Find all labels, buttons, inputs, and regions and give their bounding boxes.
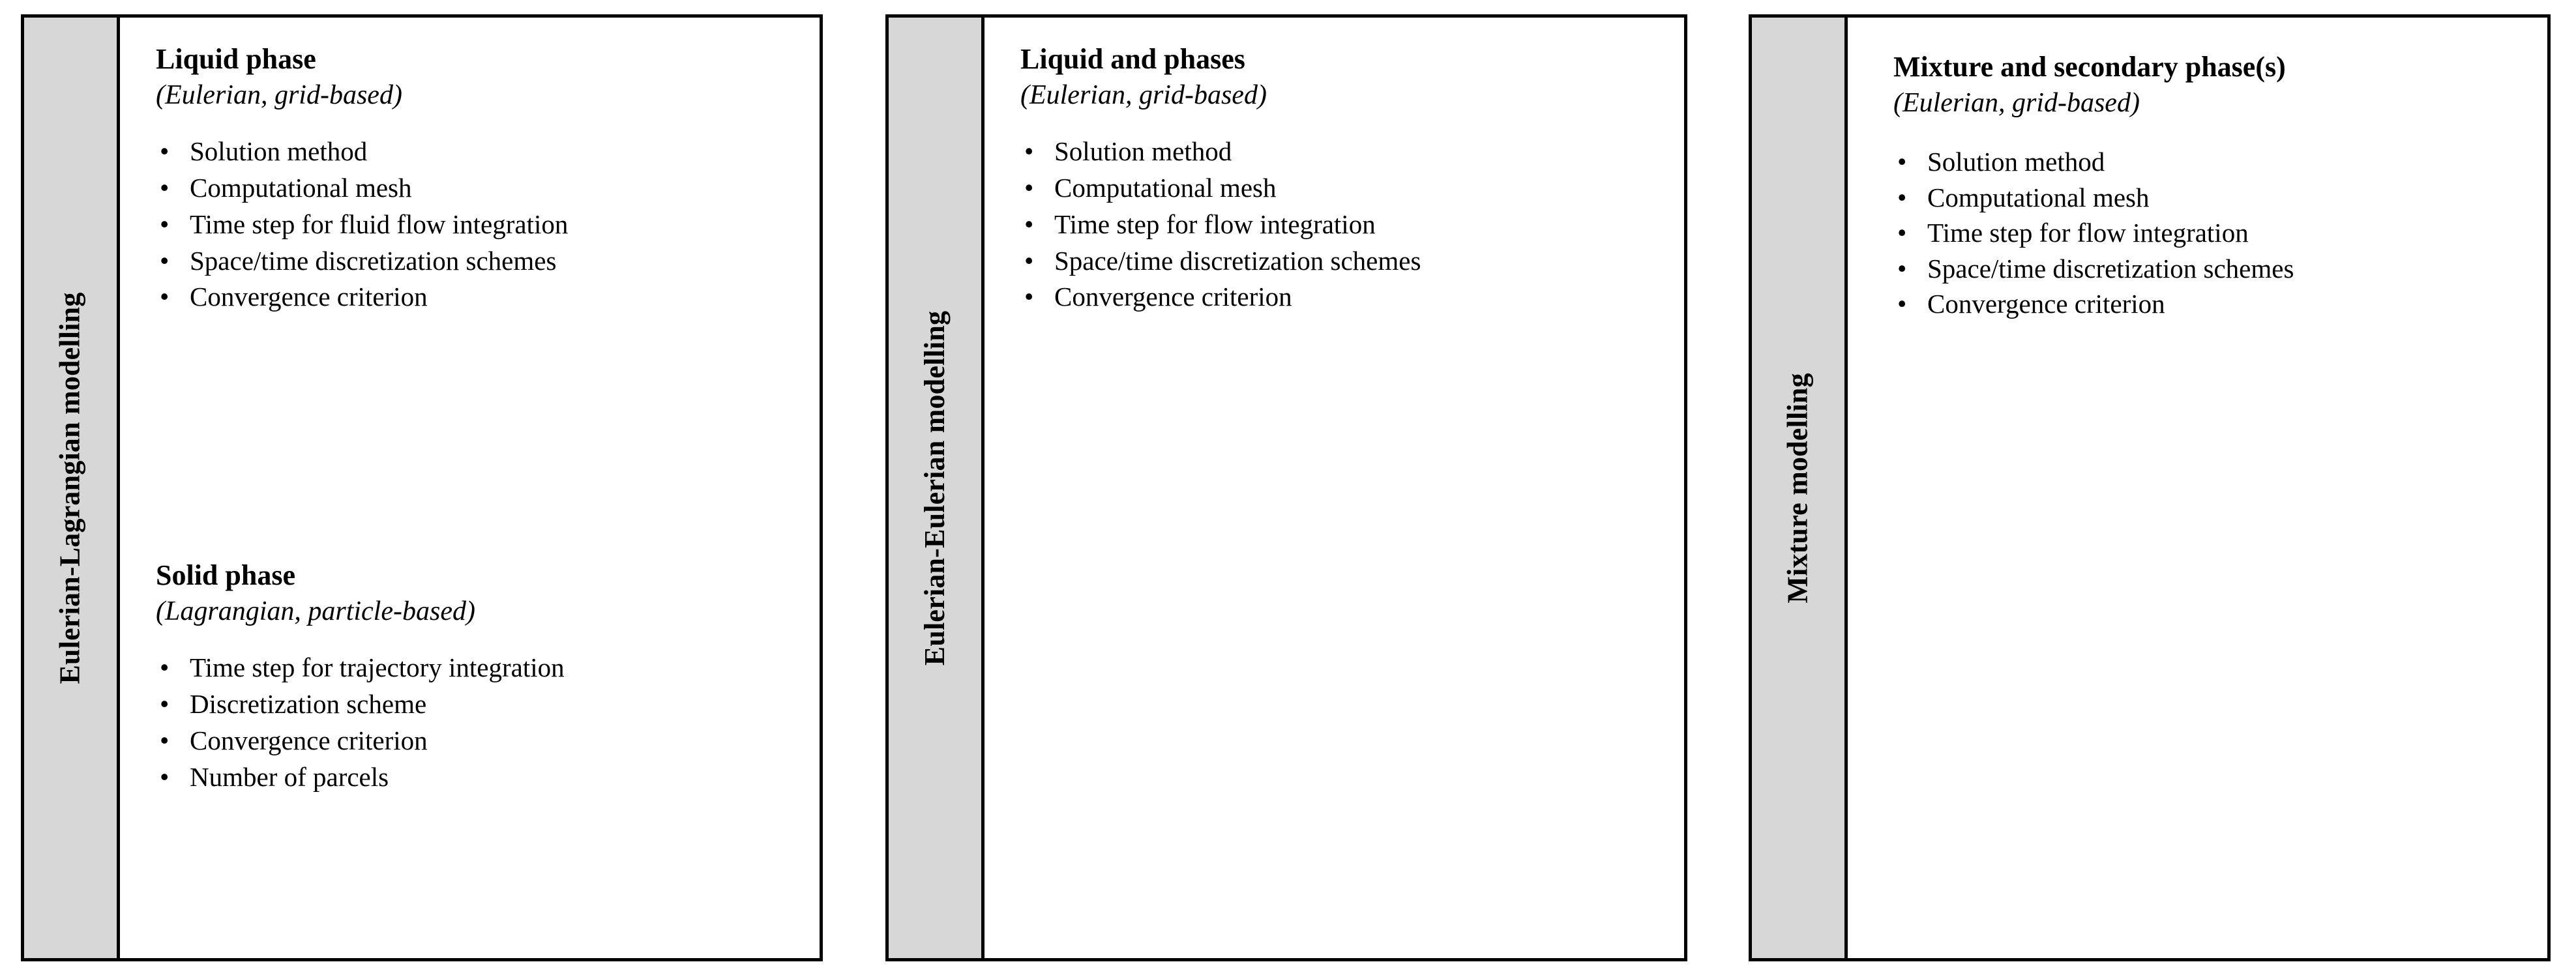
bullet-list: • Solution method • Computational mesh •…	[156, 134, 807, 315]
list-item-label: Time step for fluid flow integration	[190, 209, 569, 239]
section-title: Solid phase	[156, 559, 295, 591]
list-item: • Solution method	[1020, 134, 1671, 170]
list-item-label: Computational mesh	[1927, 182, 2150, 212]
side-tab-label: Eulerian-Lagrangian modelling	[54, 291, 86, 684]
panel-mixture: Mixture modelling Mixture and secondary …	[1749, 14, 2551, 961]
list-item-label: Solution method	[1054, 136, 1232, 167]
bullet-icon: •	[1024, 245, 1034, 276]
list-item: • Space/time discretization schemes	[1893, 251, 2534, 287]
bullet-icon: •	[1897, 147, 1907, 177]
list-item-label: Time step for trajectory integration	[190, 652, 565, 683]
bullet-list: • Time step for trajectory integration •…	[156, 650, 807, 795]
panel-body: Liquid phase (Eulerian, grid-based) • So…	[120, 18, 820, 958]
list-item: • Space/time discretization schemes	[156, 243, 807, 280]
list-item-label: Convergence criterion	[190, 282, 428, 312]
list-item: • Time step for trajectory integration	[156, 650, 807, 686]
side-tab-mixture: Mixture modelling	[1752, 18, 1848, 958]
bullet-icon: •	[160, 209, 170, 239]
bullet-icon: •	[160, 173, 170, 203]
section-liquid-and-phases: Liquid and phases (Eulerian, grid-based)…	[1020, 42, 1671, 315]
list-item-label: Space/time discretization schemes	[1927, 253, 2294, 284]
section-solid-phase: Solid phase (Lagrangian, particle-based)…	[156, 559, 807, 795]
list-item-label: Computational mesh	[190, 173, 412, 203]
list-item: • Computational mesh	[1893, 180, 2534, 216]
list-item: • Computational mesh	[1020, 170, 1671, 207]
list-item-label: Space/time discretization schemes	[190, 245, 557, 276]
side-tab-eulerian-lagrangian: Eulerian-Lagrangian modelling	[24, 18, 120, 958]
bullet-icon: •	[1024, 173, 1034, 203]
list-item: • Discretization scheme	[156, 686, 807, 723]
list-item: • Time step for flow integration	[1020, 207, 1671, 243]
bullet-icon: •	[1897, 253, 1907, 284]
section-title: Mixture and secondary phase(s)	[1893, 51, 2286, 83]
side-tab-label: Mixture modelling	[1782, 372, 1814, 604]
bullet-icon: •	[1024, 136, 1034, 167]
bullet-icon: •	[1897, 182, 1907, 212]
section-mixture-and-secondary-phases: Mixture and secondary phase(s) (Eulerian…	[1893, 50, 2534, 322]
list-item: • Convergence criterion	[156, 723, 807, 759]
bullet-icon: •	[1024, 209, 1034, 239]
list-item: • Convergence criterion	[1020, 279, 1671, 315]
bullet-icon: •	[160, 652, 170, 683]
bullet-icon: •	[1024, 282, 1034, 312]
list-item-label: Discretization scheme	[190, 689, 427, 720]
side-tab-eulerian-eulerian: Eulerian-Eulerian modelling	[889, 18, 985, 958]
bullet-icon: •	[1897, 289, 1907, 319]
bullet-icon: •	[160, 761, 170, 792]
section-subtitle: (Eulerian, grid-based)	[156, 80, 402, 110]
bullet-icon: •	[160, 245, 170, 276]
section-liquid-phase: Liquid phase (Eulerian, grid-based) • So…	[156, 42, 807, 315]
panel-body: Liquid and phases (Eulerian, grid-based)…	[985, 18, 1684, 958]
list-item: • Solution method	[156, 134, 807, 170]
list-item: • Computational mesh	[156, 170, 807, 207]
list-item-label: Convergence criterion	[190, 725, 428, 755]
list-item-label: Space/time discretization schemes	[1054, 245, 1421, 276]
section-subtitle: (Eulerian, grid-based)	[1020, 80, 1267, 110]
list-item-label: Computational mesh	[1054, 173, 1277, 203]
list-item-label: Convergence criterion	[1054, 282, 1292, 312]
section-title: Liquid phase	[156, 43, 316, 75]
section-subtitle: (Lagrangian, particle-based)	[156, 596, 475, 626]
bullet-icon: •	[160, 136, 170, 167]
list-item: • Time step for flow integration	[1893, 215, 2534, 251]
list-item-label: Solution method	[190, 136, 368, 167]
list-item-label: Number of parcels	[190, 761, 389, 792]
bullet-list: • Solution method • Computational mesh •…	[1893, 144, 2534, 322]
list-item: • Convergence criterion	[1893, 286, 2534, 322]
list-item: • Convergence criterion	[156, 279, 807, 315]
list-item-label: Time step for flow integration	[1927, 218, 2249, 248]
list-item: • Time step for fluid flow integration	[156, 207, 807, 243]
section-subtitle: (Eulerian, grid-based)	[1893, 87, 2140, 118]
side-tab-label: Eulerian-Eulerian modelling	[919, 310, 951, 665]
list-item: • Space/time discretization schemes	[1020, 243, 1671, 280]
list-item: • Solution method	[1893, 144, 2534, 180]
panel-eulerian-lagrangian: Eulerian-Lagrangian modelling Liquid pha…	[21, 14, 823, 961]
list-item-label: Solution method	[1927, 147, 2105, 177]
bullet-icon: •	[1897, 218, 1907, 248]
section-title: Liquid and phases	[1020, 43, 1245, 75]
list-item: • Number of parcels	[156, 759, 807, 796]
list-item-label: Time step for flow integration	[1054, 209, 1376, 239]
bullet-icon: •	[160, 689, 170, 720]
panel-body: Mixture and secondary phase(s) (Eulerian…	[1848, 18, 2547, 958]
panel-eulerian-eulerian: Eulerian-Eulerian modelling Liquid and p…	[885, 14, 1687, 961]
list-item-label: Convergence criterion	[1927, 289, 2165, 319]
bullet-icon: •	[160, 725, 170, 755]
bullet-list: • Solution method • Computational mesh •…	[1020, 134, 1671, 315]
bullet-icon: •	[160, 282, 170, 312]
